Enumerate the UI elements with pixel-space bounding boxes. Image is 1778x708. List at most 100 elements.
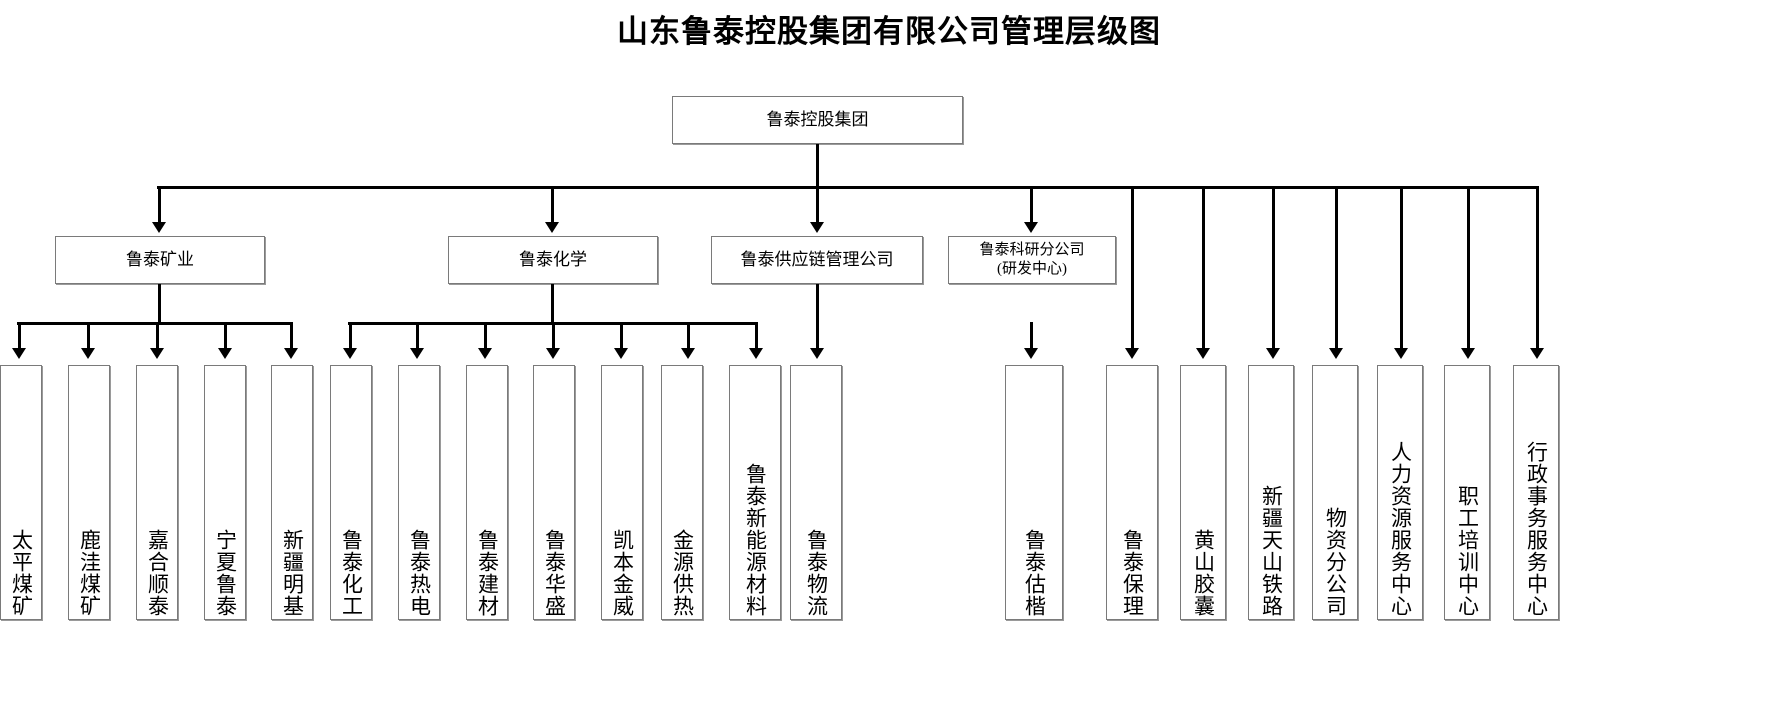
connector-drop-mining-4 xyxy=(290,322,293,350)
connector-drop-direct-0 xyxy=(1030,322,1033,350)
node-division-supply-chain[interactable]: 鲁泰供应链管理公司 xyxy=(711,236,923,284)
arrow-chemical-2 xyxy=(478,348,492,359)
connector-drop-mining-0 xyxy=(18,322,21,350)
connector-drop-chemical-6 xyxy=(755,322,758,350)
leaf-direct-4[interactable]: 物资分公司 xyxy=(1312,365,1358,620)
connector-main-bus xyxy=(157,186,1539,189)
arrow-chemical-1 xyxy=(410,348,424,359)
leaf-mining-4-label: 新疆明基 xyxy=(280,529,305,617)
arrow-division-2 xyxy=(810,222,824,233)
leaf-mining-3-label: 宁夏鲁泰 xyxy=(213,529,238,617)
leaf-direct-7[interactable]: 行政事务服务中心 xyxy=(1513,365,1559,620)
leaf-mining-3[interactable]: 宁夏鲁泰 xyxy=(204,365,246,620)
arrow-direct-1 xyxy=(1125,348,1139,359)
node-root[interactable]: 鲁泰控股集团 xyxy=(672,96,963,144)
leaf-mining-0[interactable]: 太平煤矿 xyxy=(0,365,42,620)
node-division-mining[interactable]: 鲁泰矿业 xyxy=(55,236,265,284)
connector-drop-chemical-5 xyxy=(687,322,690,350)
leaf-direct-5-label: 人力资源服务中心 xyxy=(1388,441,1413,617)
arrow-chemical-4 xyxy=(614,348,628,359)
connector-mining-bus xyxy=(17,322,292,325)
connector-drop-chemical-2 xyxy=(484,322,487,350)
node-division-chemical-label: 鲁泰化学 xyxy=(519,250,587,270)
connector-root-stem xyxy=(816,144,819,186)
node-division-chemical[interactable]: 鲁泰化学 xyxy=(448,236,658,284)
leaf-chemical-6-label: 鲁泰新能源材料 xyxy=(743,463,768,617)
arrow-direct-3 xyxy=(1266,348,1280,359)
leaf-direct-5[interactable]: 人力资源服务中心 xyxy=(1377,365,1423,620)
leaf-chemical-5[interactable]: 金源供热 xyxy=(661,365,703,620)
connector-drop-chemical-0 xyxy=(349,322,352,350)
arrow-chemical-0 xyxy=(343,348,357,359)
connector-drop-chemical-1 xyxy=(416,322,419,350)
arrow-mining-3 xyxy=(218,348,232,359)
leaf-chemical-0-label: 鲁泰化工 xyxy=(339,529,364,617)
node-division-research[interactable]: 鲁泰科研分公司 (研发中心) xyxy=(948,236,1116,284)
leaf-chemical-0[interactable]: 鲁泰化工 xyxy=(330,365,372,620)
leaf-direct-7-label: 行政事务服务中心 xyxy=(1524,441,1549,617)
connector-drop-chemical-4 xyxy=(620,322,623,350)
connector-drop-mining-3 xyxy=(224,322,227,350)
leaf-direct-6-label: 职工培训中心 xyxy=(1455,485,1480,617)
connector-drop-division-2 xyxy=(816,186,819,224)
leaf-chemical-1[interactable]: 鲁泰热电 xyxy=(398,365,440,620)
leaf-direct-0-label: 鲁泰估楷 xyxy=(1022,529,1047,617)
leaf-chemical-2-label: 鲁泰建材 xyxy=(475,529,500,617)
leaf-supply-chain-0-label: 鲁泰物流 xyxy=(804,529,829,617)
arrow-chemical-3 xyxy=(546,348,560,359)
node-division-research-label: 鲁泰科研分公司 (研发中心) xyxy=(979,242,1085,277)
leaf-mining-2[interactable]: 嘉合顺泰 xyxy=(136,365,178,620)
arrow-direct-0 xyxy=(1024,348,1038,359)
connector-supply-chain-stem xyxy=(816,284,819,350)
connector-drop-division-3 xyxy=(1030,186,1033,224)
leaf-chemical-1-label: 鲁泰热电 xyxy=(407,529,432,617)
arrow-mining-2 xyxy=(150,348,164,359)
arrow-direct-7 xyxy=(1530,348,1544,359)
leaf-chemical-4-label: 凯本金威 xyxy=(610,529,635,617)
arrow-direct-2 xyxy=(1196,348,1210,359)
leaf-direct-3[interactable]: 新疆天山铁路 xyxy=(1248,365,1294,620)
page-title: 山东鲁泰控股集团有限公司管理层级图 xyxy=(617,14,1161,49)
connector-drop-direct-3 xyxy=(1272,186,1275,350)
leaf-mining-1-label: 鹿洼煤矿 xyxy=(77,529,102,617)
arrow-division-3 xyxy=(1024,222,1038,233)
leaf-chemical-3[interactable]: 鲁泰华盛 xyxy=(533,365,575,620)
connector-drop-division-1 xyxy=(551,186,554,224)
connector-drop-direct-7 xyxy=(1536,186,1539,350)
connector-drop-division-0 xyxy=(158,186,161,224)
connector-drop-direct-2 xyxy=(1202,186,1205,350)
arrow-direct-4 xyxy=(1329,348,1343,359)
leaf-direct-2[interactable]: 黄山胶囊 xyxy=(1180,365,1226,620)
leaf-mining-4[interactable]: 新疆明基 xyxy=(271,365,313,620)
connector-drop-direct-4 xyxy=(1335,186,1338,350)
connector-drop-mining-2 xyxy=(156,322,159,350)
leaf-direct-1[interactable]: 鲁泰保理 xyxy=(1106,365,1158,620)
leaf-direct-3-label: 新疆天山铁路 xyxy=(1259,485,1284,617)
arrow-mining-0 xyxy=(12,348,26,359)
leaf-mining-0-label: 太平煤矿 xyxy=(9,529,34,617)
leaf-direct-2-label: 黄山胶囊 xyxy=(1191,529,1216,617)
arrow-mining-1 xyxy=(81,348,95,359)
connector-mining-stem xyxy=(158,284,161,322)
leaf-chemical-5-label: 金源供热 xyxy=(670,529,695,617)
arrow-division-0 xyxy=(152,222,166,233)
leaf-direct-0[interactable]: 鲁泰估楷 xyxy=(1005,365,1063,620)
connector-drop-direct-1 xyxy=(1131,186,1134,350)
leaf-supply-chain-0[interactable]: 鲁泰物流 xyxy=(790,365,842,620)
leaf-chemical-2[interactable]: 鲁泰建材 xyxy=(466,365,508,620)
leaf-direct-4-label: 物资分公司 xyxy=(1323,507,1348,617)
connector-drop-direct-5 xyxy=(1400,186,1403,350)
arrow-supply-chain-0 xyxy=(810,348,824,359)
leaf-direct-6[interactable]: 职工培训中心 xyxy=(1444,365,1490,620)
leaf-mining-1[interactable]: 鹿洼煤矿 xyxy=(68,365,110,620)
arrow-direct-6 xyxy=(1461,348,1475,359)
leaf-mining-2-label: 嘉合顺泰 xyxy=(145,529,170,617)
connector-drop-chemical-3 xyxy=(552,322,555,350)
connector-drop-mining-1 xyxy=(87,322,90,350)
leaf-chemical-6[interactable]: 鲁泰新能源材料 xyxy=(729,365,781,620)
connector-drop-direct-6 xyxy=(1467,186,1470,350)
leaf-chemical-4[interactable]: 凯本金威 xyxy=(601,365,643,620)
arrow-direct-5 xyxy=(1394,348,1408,359)
node-root-label: 鲁泰控股集团 xyxy=(766,110,869,130)
arrow-division-1 xyxy=(545,222,559,233)
